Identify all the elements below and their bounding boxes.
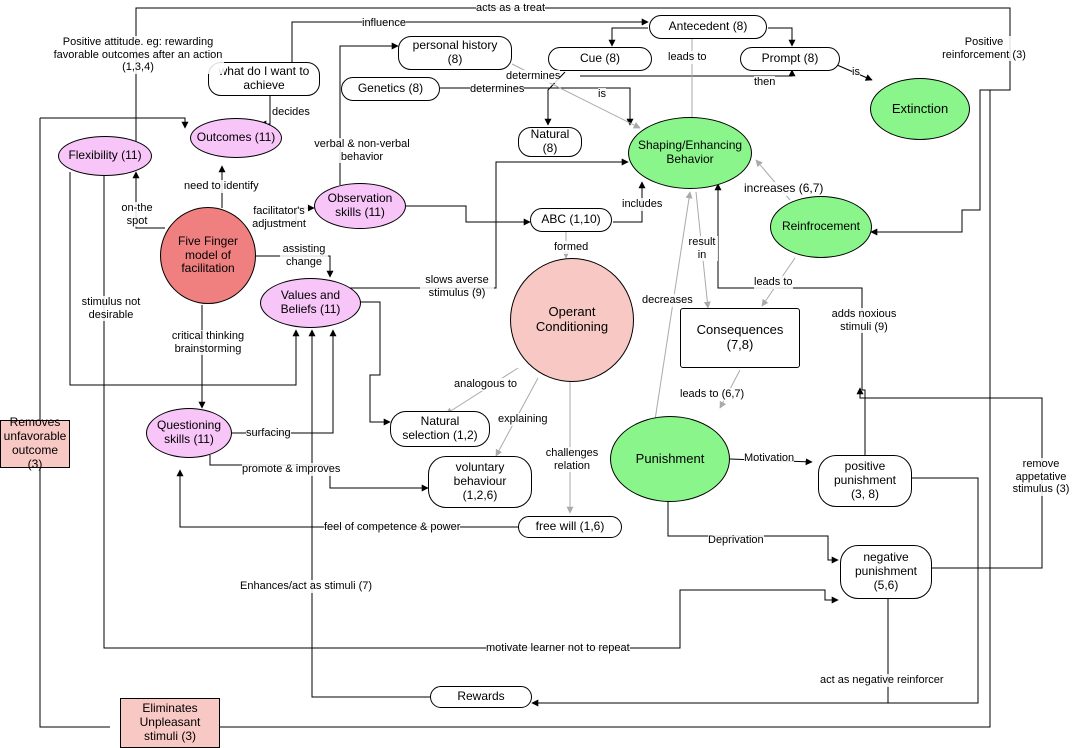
node-natural[interactable]: Natural (8) <box>518 127 582 157</box>
node-negative-punishment[interactable]: negative punishment (5,6) <box>840 545 932 599</box>
node-antecedent[interactable]: Antecedent (8) <box>649 15 767 39</box>
node-free-will[interactable]: free will (1,6) <box>518 516 622 538</box>
label-surfacing: surfacing <box>246 427 291 440</box>
label-is-2: is <box>598 88 606 101</box>
label-stimulus-not-desirable: stimulus not desirable <box>74 296 148 322</box>
node-values[interactable]: Values and Beliefs (11) <box>260 278 361 328</box>
edge-acts-as-treat <box>135 7 1011 236</box>
label-verbal: verbal & non-verbal behavior <box>306 138 418 164</box>
edge-abc-shaping <box>613 181 646 223</box>
label-decreases: decreases <box>642 294 693 307</box>
node-removes-unfavorable[interactable]: Removes unfavorable outcome (3) <box>0 416 70 471</box>
label-increases: increases (6,7) <box>744 181 824 196</box>
node-reinforcement[interactable]: Reinfrocement <box>770 196 872 258</box>
node-eliminates-unpleasant[interactable]: Eliminates Unpleasant stimuli (3) <box>120 698 220 748</box>
label-slows-averse: slows averse stimulus (9) <box>420 274 494 300</box>
edge-eliminates-right <box>220 90 991 728</box>
node-observation[interactable]: Observation skills (11) <box>314 183 406 229</box>
label-then: then <box>754 76 776 89</box>
edge-obs-abc <box>405 205 531 226</box>
label-adds-noxious: adds noxious stimuli (9) <box>830 308 898 334</box>
edge-flex-values <box>69 172 300 386</box>
node-natural-selection[interactable]: Natural selection (1,2) <box>390 411 490 447</box>
label-promote: promote & improves <box>242 463 341 476</box>
label-critical-thinking: critical thinking brainstorming <box>166 330 250 356</box>
label-feel-competence: feel of competence & power <box>324 521 461 534</box>
label-facilitators-adjustment: facilitator's adjustment <box>250 205 308 231</box>
node-rewards[interactable]: Rewards <box>430 686 532 708</box>
label-remove-appetative: remove appetative stimulus (3) <box>1008 458 1074 496</box>
node-shaping[interactable]: Shaping/Enhancing Behavior <box>628 117 752 189</box>
label-leads-to-67: leads to (6,7) <box>680 388 745 401</box>
node-genetics[interactable]: Genetics (8) <box>341 77 440 101</box>
node-punishment[interactable]: Punishment <box>610 416 730 502</box>
label-leads-to-2: leads to <box>754 276 793 289</box>
label-motivation: Motivation <box>744 452 795 465</box>
node-extinction[interactable]: Extinction <box>870 78 970 140</box>
label-determines-2: determines <box>470 83 525 96</box>
edge-deprivation <box>667 500 839 564</box>
label-motivate-learner: motivate learner not to repeat <box>486 642 630 655</box>
edge-eliminates <box>39 468 110 728</box>
edge-decides <box>259 96 271 128</box>
label-positive-reinforcement: Positive reinforcement (3) <box>934 36 1034 62</box>
label-positive-attitude: Positive attitude. eg: rewarding favorab… <box>52 36 224 74</box>
label-enhances: Enhances/act as stimuli (7) <box>240 580 373 593</box>
node-abc[interactable]: ABC (1,10) <box>530 208 612 232</box>
node-questioning[interactable]: Questioning skills (11) <box>146 408 232 458</box>
node-operant-conditioning[interactable]: Operant Conditioning <box>510 258 634 382</box>
label-determines-1: determines <box>506 70 561 83</box>
node-five-finger[interactable]: Five Finger model of facilitation <box>160 207 256 304</box>
edge-remove-appetative <box>856 387 1043 569</box>
edge-rewards-values <box>308 329 430 698</box>
node-positive-punishment[interactable]: positive punishment (3, 8) <box>818 455 912 507</box>
node-what-do-i-want[interactable]: what do I want to achieve <box>208 62 320 96</box>
label-need-to-identify: need to identify <box>184 180 259 193</box>
edge-values-natsel <box>360 301 391 426</box>
node-outcomes[interactable]: Outcomes (11) <box>190 118 282 158</box>
label-is-1: is <box>852 66 860 79</box>
node-prompt[interactable]: Prompt (8) <box>740 47 840 71</box>
edge-pos-rewards <box>531 477 979 707</box>
edge-flex-outcomes <box>40 117 189 129</box>
label-analogous: analogous to <box>454 378 517 391</box>
node-consequences[interactable]: Consequences (7,8) <box>680 308 800 368</box>
edge-ff-flex <box>132 171 165 229</box>
edge-obs-history <box>339 42 399 185</box>
edge-adds-noxious <box>862 389 866 455</box>
label-influence: influence <box>362 17 407 30</box>
label-on-the-spot: on-the spot <box>120 202 154 228</box>
label-act-negative: act as negative reinforcer <box>820 674 944 687</box>
edge-motivate-learner <box>103 170 839 649</box>
label-deprivation: Deprivation <box>708 534 764 547</box>
label-assisting-change: assisting change <box>280 243 328 269</box>
edge-antecedent-prompt <box>768 27 796 47</box>
label-challenges: challenges relation <box>534 447 610 473</box>
edge-antecedent-cue <box>608 27 648 47</box>
label-formed: formed <box>554 241 589 254</box>
label-decides: decides <box>272 106 310 119</box>
label-result-in: result in <box>686 236 718 262</box>
label-acts-as-treat: acts as a treat <box>476 2 546 15</box>
edge-cue-prompt <box>580 69 796 77</box>
node-flexibility[interactable]: Flexibility (11) <box>58 136 152 176</box>
edge-influence <box>291 18 649 62</box>
node-cue[interactable]: Cue (8) <box>548 47 652 71</box>
label-explaining: explaining <box>498 413 548 426</box>
node-personal-history[interactable]: personal history (8) <box>398 36 512 70</box>
node-voluntary-behaviour[interactable]: voluntary behaviour (1,2,6) <box>428 456 532 508</box>
label-leads-to-1: leads to <box>668 51 707 64</box>
edge-slows-averse <box>300 158 629 289</box>
label-includes: includes <box>622 198 663 211</box>
edge-operant-natsel <box>445 367 519 415</box>
